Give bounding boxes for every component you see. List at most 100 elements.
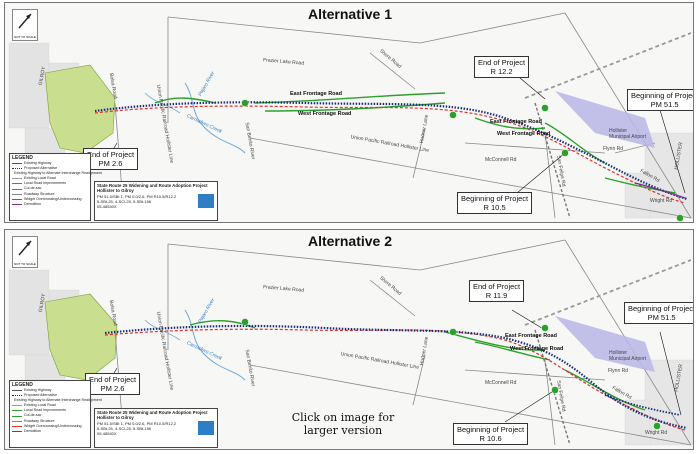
legend-swatch <box>12 430 22 432</box>
legend-row: Proposed Alternative <box>12 166 88 171</box>
legend-swatch <box>12 420 22 422</box>
click-note-line-1: Click on image for <box>291 411 395 424</box>
railroad-spur <box>524 32 692 99</box>
beginning-of-project-callout-bottom: Beginning of Project R 10.6 <box>453 423 529 445</box>
legend-row: Existing Local Road <box>12 403 88 408</box>
alternative-1-map-panel: NOT TO SCALE Alternative 1 Frazier Lake … <box>4 2 694 223</box>
end-of-project-callout-west: End of Project PM 2.6 <box>83 148 139 170</box>
legend-label: Roadway Structure <box>24 418 55 423</box>
north-arrow: NOT TO SCALE <box>12 236 38 268</box>
airport-label: Hollister Municipal Airport <box>609 128 646 140</box>
legend-label: Demolition <box>24 201 41 206</box>
east-frontage-road-label: East Frontage Road <box>290 91 342 97</box>
legend-swatch <box>12 410 22 412</box>
north-arrow-label: NOT TO SCALE <box>14 35 36 39</box>
demolition-line <box>634 182 686 199</box>
east-frontage-road-label: East Frontage Road <box>505 333 557 339</box>
end-of-project-callout-east: End of Project R 11.9 <box>469 280 525 302</box>
callout-line-1: End of Project <box>87 150 135 159</box>
callout-line-1: Beginning of Project <box>631 91 694 100</box>
end-of-project-area <box>44 293 118 381</box>
callout-line-2: PM 51.5 <box>647 313 676 322</box>
project-routes: 5-SBt-25, 4-SCl-25, 5-SBt-156 <box>97 198 152 204</box>
alternative-2-title: Alternative 2 <box>307 233 393 249</box>
legend-swatch <box>12 395 22 397</box>
beginning-of-project-callout-bottom: Beginning of Project R 10.5 <box>457 192 533 214</box>
beginning-of-project-callout-top: Beginning of Project PM 51.5 <box>627 89 694 111</box>
legend-label: Widget Overcrossing/Undercrossing <box>24 423 82 428</box>
west-frontage-road-label: West Frontage Road <box>298 111 352 117</box>
beginning-of-project-callout-top: Beginning of Project PM 51.5 <box>624 302 693 324</box>
callout-line-2: PM 2.6 <box>100 384 125 393</box>
project-routes: 5-SBt-25, 4-SCl-25, 5-SBt-156 <box>97 425 152 431</box>
legend-swatch <box>12 390 22 392</box>
legend-row: Existing Local Road <box>12 176 88 181</box>
proposed-alternative-alignment <box>104 324 688 430</box>
legend-row: Widget Overcrossing/Undercrossing <box>12 197 88 202</box>
legend-row: Existing Highway to Alternate Interchang… <box>12 171 102 176</box>
legend-row: Local Road Improvements <box>12 408 88 413</box>
legend-label: Proposed Alternative <box>24 393 58 398</box>
callout-line-1: Beginning of Project <box>461 194 529 203</box>
legend-label: Existing Highway <box>24 388 52 392</box>
airport-label: Hollister Municipal Airport <box>609 350 646 362</box>
legend-label: Proposed Alternative <box>24 166 58 171</box>
legend-label: Existing Local Road <box>24 176 56 181</box>
mcconnell-road-label: McConnell Rd <box>485 157 517 163</box>
west-frontage-road-label-2: West Frontage Road <box>497 131 551 137</box>
legend-swatch <box>12 193 22 195</box>
click-for-larger-note[interactable]: Click on image for larger version <box>288 411 398 437</box>
alternative-1-title: Alternative 1 <box>307 6 393 22</box>
project-title: State Route 25 Widening and Route Adopti… <box>97 183 208 188</box>
project-info-box: State Route 25 Widening and Route Adopti… <box>94 408 218 448</box>
legend-row: Local Road Improvements <box>12 181 88 186</box>
proposed-alternative-alignment <box>94 101 688 201</box>
north-arrow: NOT TO SCALE <box>12 9 38 41</box>
project-postmiles: PM 51.5/SBt 1, PM 0.0/2.6, PM R10.5/R12.… <box>97 420 177 426</box>
project-subtitle: Hollister to Gilroy <box>97 188 134 194</box>
project-postmiles: PM 51.5/SBt 1, PM 0.0/2.6, PM R10.5/R12.… <box>97 193 177 199</box>
callout-line-2: R 11.9 <box>485 291 508 300</box>
end-of-project-callout-east: End of Project R 12.2 <box>474 56 530 78</box>
local-road-network <box>114 12 692 219</box>
legend-label: Cul-de-sac <box>24 186 42 191</box>
legend-swatch <box>12 183 22 185</box>
route-shield-markers <box>241 318 661 430</box>
callout-line-1: Beginning of Project <box>457 425 525 434</box>
legend-swatch <box>12 168 22 170</box>
legend-title: LEGEND <box>12 155 33 161</box>
project-subtitle: Hollister to Gilroy <box>97 415 134 421</box>
alternative-1-map-graphic <box>8 12 693 222</box>
mcconnell-road-label: McConnell Rd <box>485 380 517 386</box>
legend-label: Existing Highway to Alternate Interchang… <box>14 398 102 403</box>
callout-line-2: R 12.2 <box>490 67 513 76</box>
proposed-alternative-branch <box>604 394 681 416</box>
legend-label: Demolition <box>24 428 41 433</box>
east-frontage-road-label-2: East Frontage Road <box>490 119 542 125</box>
legend-row: Demolition <box>12 429 88 434</box>
project-id: 05-48540X <box>97 204 117 210</box>
carnadero-creek-line <box>184 82 246 154</box>
project-id: 05-48540X <box>97 431 117 437</box>
legend-row: Roadway Structure <box>12 419 88 424</box>
hollister-airport-area <box>555 316 655 372</box>
wright-road-label: Wright Rd <box>650 198 673 204</box>
map-legend: LEGEND Existing Highway Proposed Alterna… <box>9 153 102 221</box>
west-frontage-road-label: West Frontage Road <box>510 346 564 352</box>
pajaro-river-line <box>144 92 181 114</box>
railroad-crossing <box>534 102 571 219</box>
legend-label: Cul-de-sac <box>24 413 42 418</box>
map-legend: LEGEND Existing Highway Proposed Alterna… <box>9 380 102 448</box>
end-of-project-area <box>44 64 116 154</box>
legend-label: Existing Highway to Alternate Interchang… <box>14 171 102 176</box>
legend-label: Existing Highway <box>24 161 52 165</box>
legend-row: Proposed Alternative <box>12 393 88 398</box>
legend-title: LEGEND <box>12 382 33 388</box>
legend-label: Local Road Improvements <box>24 408 66 413</box>
carnadero-creek-line <box>184 309 246 381</box>
alternative-2-map-panel: NOT TO SCALE Alternative 2 Frazier Lake … <box>4 229 694 450</box>
legend-label: Roadway Structure <box>24 191 55 196</box>
callout-line-2: R 10.5 <box>483 203 506 212</box>
north-arrow-icon <box>18 240 32 256</box>
legend-row: Cul-de-sac <box>12 186 88 191</box>
